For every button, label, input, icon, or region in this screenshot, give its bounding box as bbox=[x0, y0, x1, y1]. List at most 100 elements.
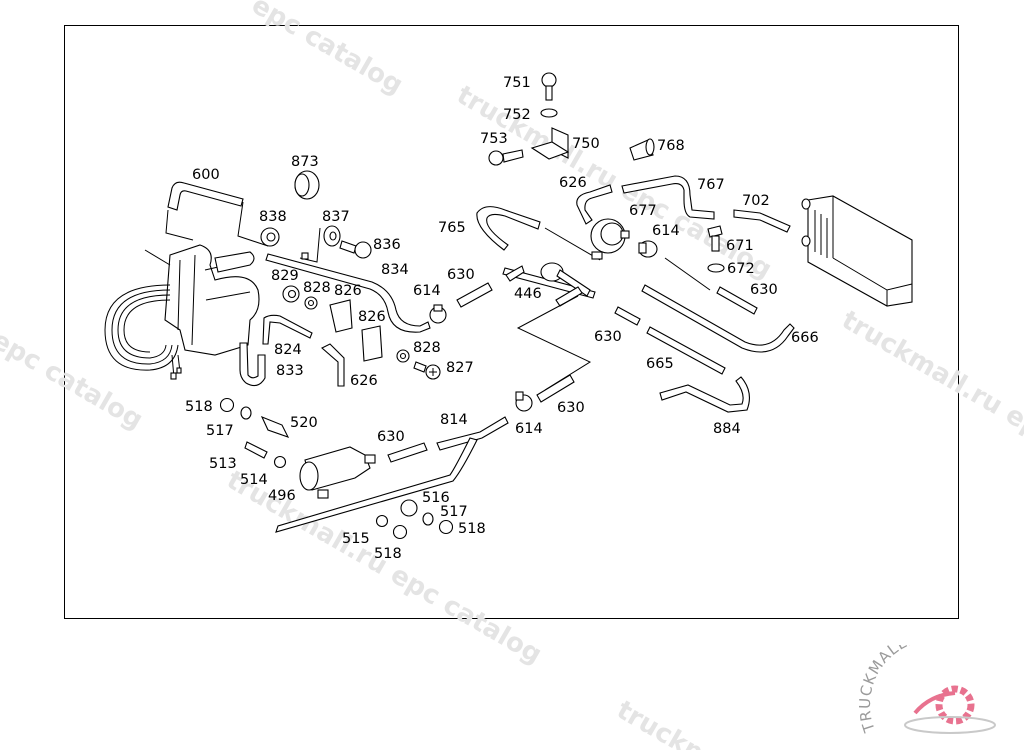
callout-828a[interactable]: 828 bbox=[303, 280, 331, 296]
part-518a[interactable] bbox=[219, 397, 235, 413]
callout-838[interactable]: 838 bbox=[259, 209, 287, 225]
callout-828b[interactable]: 828 bbox=[413, 340, 441, 356]
callout-671[interactable]: 671 bbox=[726, 238, 754, 254]
hose-765[interactable] bbox=[476, 206, 541, 251]
callout-600[interactable]: 600 bbox=[192, 167, 220, 183]
washer-752[interactable] bbox=[540, 108, 558, 118]
part-828b[interactable] bbox=[396, 349, 410, 363]
callout-516[interactable]: 516 bbox=[422, 490, 450, 506]
callout-814[interactable]: 814 bbox=[440, 412, 468, 428]
callout-630d[interactable]: 630 bbox=[377, 429, 405, 445]
bolt-671[interactable] bbox=[707, 225, 723, 252]
part-827[interactable] bbox=[413, 361, 441, 380]
callout-666[interactable]: 666 bbox=[791, 330, 819, 346]
callout-626a[interactable]: 626 bbox=[559, 175, 587, 191]
callout-750[interactable]: 750 bbox=[572, 136, 600, 152]
hose-702[interactable] bbox=[733, 209, 791, 233]
callout-496[interactable]: 496 bbox=[268, 488, 296, 504]
hose-884[interactable] bbox=[659, 376, 750, 413]
hose-833[interactable] bbox=[239, 342, 266, 387]
callout-626b[interactable]: 626 bbox=[350, 373, 378, 389]
callout-517b[interactable]: 517 bbox=[440, 504, 468, 520]
part-837[interactable] bbox=[323, 225, 341, 247]
callout-515[interactable]: 515 bbox=[342, 531, 370, 547]
screw-751[interactable] bbox=[541, 72, 557, 101]
hose-626a[interactable] bbox=[576, 184, 613, 225]
callout-677[interactable]: 677 bbox=[629, 203, 657, 219]
water-pump[interactable] bbox=[299, 446, 376, 499]
pipe-666[interactable] bbox=[641, 284, 795, 353]
callout-630b[interactable]: 630 bbox=[750, 282, 778, 298]
callout-753[interactable]: 753 bbox=[480, 131, 508, 147]
pipe-834[interactable] bbox=[265, 253, 431, 333]
heater-core[interactable] bbox=[801, 195, 913, 307]
hose-767[interactable] bbox=[621, 175, 715, 220]
tee-446[interactable] bbox=[502, 262, 596, 307]
callout-827[interactable]: 827 bbox=[446, 360, 474, 376]
washer-672[interactable] bbox=[707, 263, 725, 273]
clamp-614b[interactable] bbox=[429, 304, 447, 324]
callout-752[interactable]: 752 bbox=[503, 107, 531, 123]
hose-824[interactable] bbox=[262, 314, 313, 345]
callout-672[interactable]: 672 bbox=[727, 261, 755, 277]
clamp-614a[interactable] bbox=[638, 240, 658, 258]
callout-513[interactable]: 513 bbox=[209, 456, 237, 472]
part-514[interactable] bbox=[273, 455, 287, 469]
clamp-614c[interactable] bbox=[515, 391, 533, 412]
callout-837[interactable]: 837 bbox=[322, 209, 350, 225]
callout-518c[interactable]: 518 bbox=[374, 546, 402, 562]
part-873[interactable] bbox=[294, 170, 320, 200]
callout-518a[interactable]: 518 bbox=[185, 399, 213, 415]
callout-630a[interactable]: 630 bbox=[447, 267, 475, 283]
callout-768[interactable]: 768 bbox=[657, 138, 685, 154]
callout-446[interactable]: 446 bbox=[514, 286, 542, 302]
hose-626b[interactable] bbox=[321, 343, 345, 387]
hose-630d[interactable] bbox=[387, 442, 428, 463]
callout-517a[interactable]: 517 bbox=[206, 423, 234, 439]
callout-751[interactable]: 751 bbox=[503, 75, 531, 91]
heater-body[interactable] bbox=[164, 244, 260, 356]
callout-826a[interactable]: 826 bbox=[334, 283, 362, 299]
callout-873[interactable]: 873 bbox=[291, 154, 319, 170]
clip-826b[interactable] bbox=[361, 325, 383, 362]
callout-630c[interactable]: 630 bbox=[594, 329, 622, 345]
pipe-814[interactable] bbox=[436, 416, 509, 451]
part-838[interactable] bbox=[260, 227, 280, 247]
part-828a[interactable] bbox=[304, 296, 318, 310]
screw-753[interactable] bbox=[488, 149, 524, 166]
callout-765[interactable]: 765 bbox=[438, 220, 466, 236]
part-516[interactable] bbox=[400, 499, 418, 517]
valve-677[interactable] bbox=[590, 218, 630, 260]
callout-630e[interactable]: 630 bbox=[557, 400, 585, 416]
part-517b[interactable] bbox=[422, 512, 434, 526]
part-513[interactable] bbox=[244, 441, 268, 459]
part-836[interactable] bbox=[339, 240, 372, 259]
hose-630b[interactable] bbox=[716, 286, 758, 315]
callout-514[interactable]: 514 bbox=[240, 472, 268, 488]
bracket-750[interactable] bbox=[530, 127, 570, 160]
callout-834[interactable]: 834 bbox=[381, 262, 409, 278]
part-515[interactable] bbox=[375, 514, 389, 528]
part-829[interactable] bbox=[282, 285, 300, 303]
callout-767[interactable]: 767 bbox=[697, 177, 725, 193]
callout-665[interactable]: 665 bbox=[646, 356, 674, 372]
callout-826b[interactable]: 826 bbox=[358, 309, 386, 325]
hose-630c[interactable] bbox=[614, 306, 641, 326]
callout-829[interactable]: 829 bbox=[271, 268, 299, 284]
hose-630e[interactable] bbox=[536, 374, 575, 403]
callout-824[interactable]: 824 bbox=[274, 342, 302, 358]
hose-600[interactable] bbox=[167, 181, 244, 211]
part-518b[interactable] bbox=[438, 519, 454, 535]
callout-833[interactable]: 833 bbox=[276, 363, 304, 379]
callout-836[interactable]: 836 bbox=[373, 237, 401, 253]
grommet-768[interactable] bbox=[629, 138, 655, 161]
callout-520[interactable]: 520 bbox=[290, 415, 318, 431]
pipe-665[interactable] bbox=[646, 326, 726, 375]
callout-884[interactable]: 884 bbox=[713, 421, 741, 437]
callout-614c[interactable]: 614 bbox=[515, 421, 543, 437]
part-518c[interactable] bbox=[392, 524, 408, 540]
callout-702[interactable]: 702 bbox=[742, 193, 770, 209]
truckmall-parts-logo[interactable]: TRUCKMALLPARTS bbox=[855, 645, 1020, 745]
part-520[interactable] bbox=[260, 415, 290, 438]
callout-614a[interactable]: 614 bbox=[652, 223, 680, 239]
